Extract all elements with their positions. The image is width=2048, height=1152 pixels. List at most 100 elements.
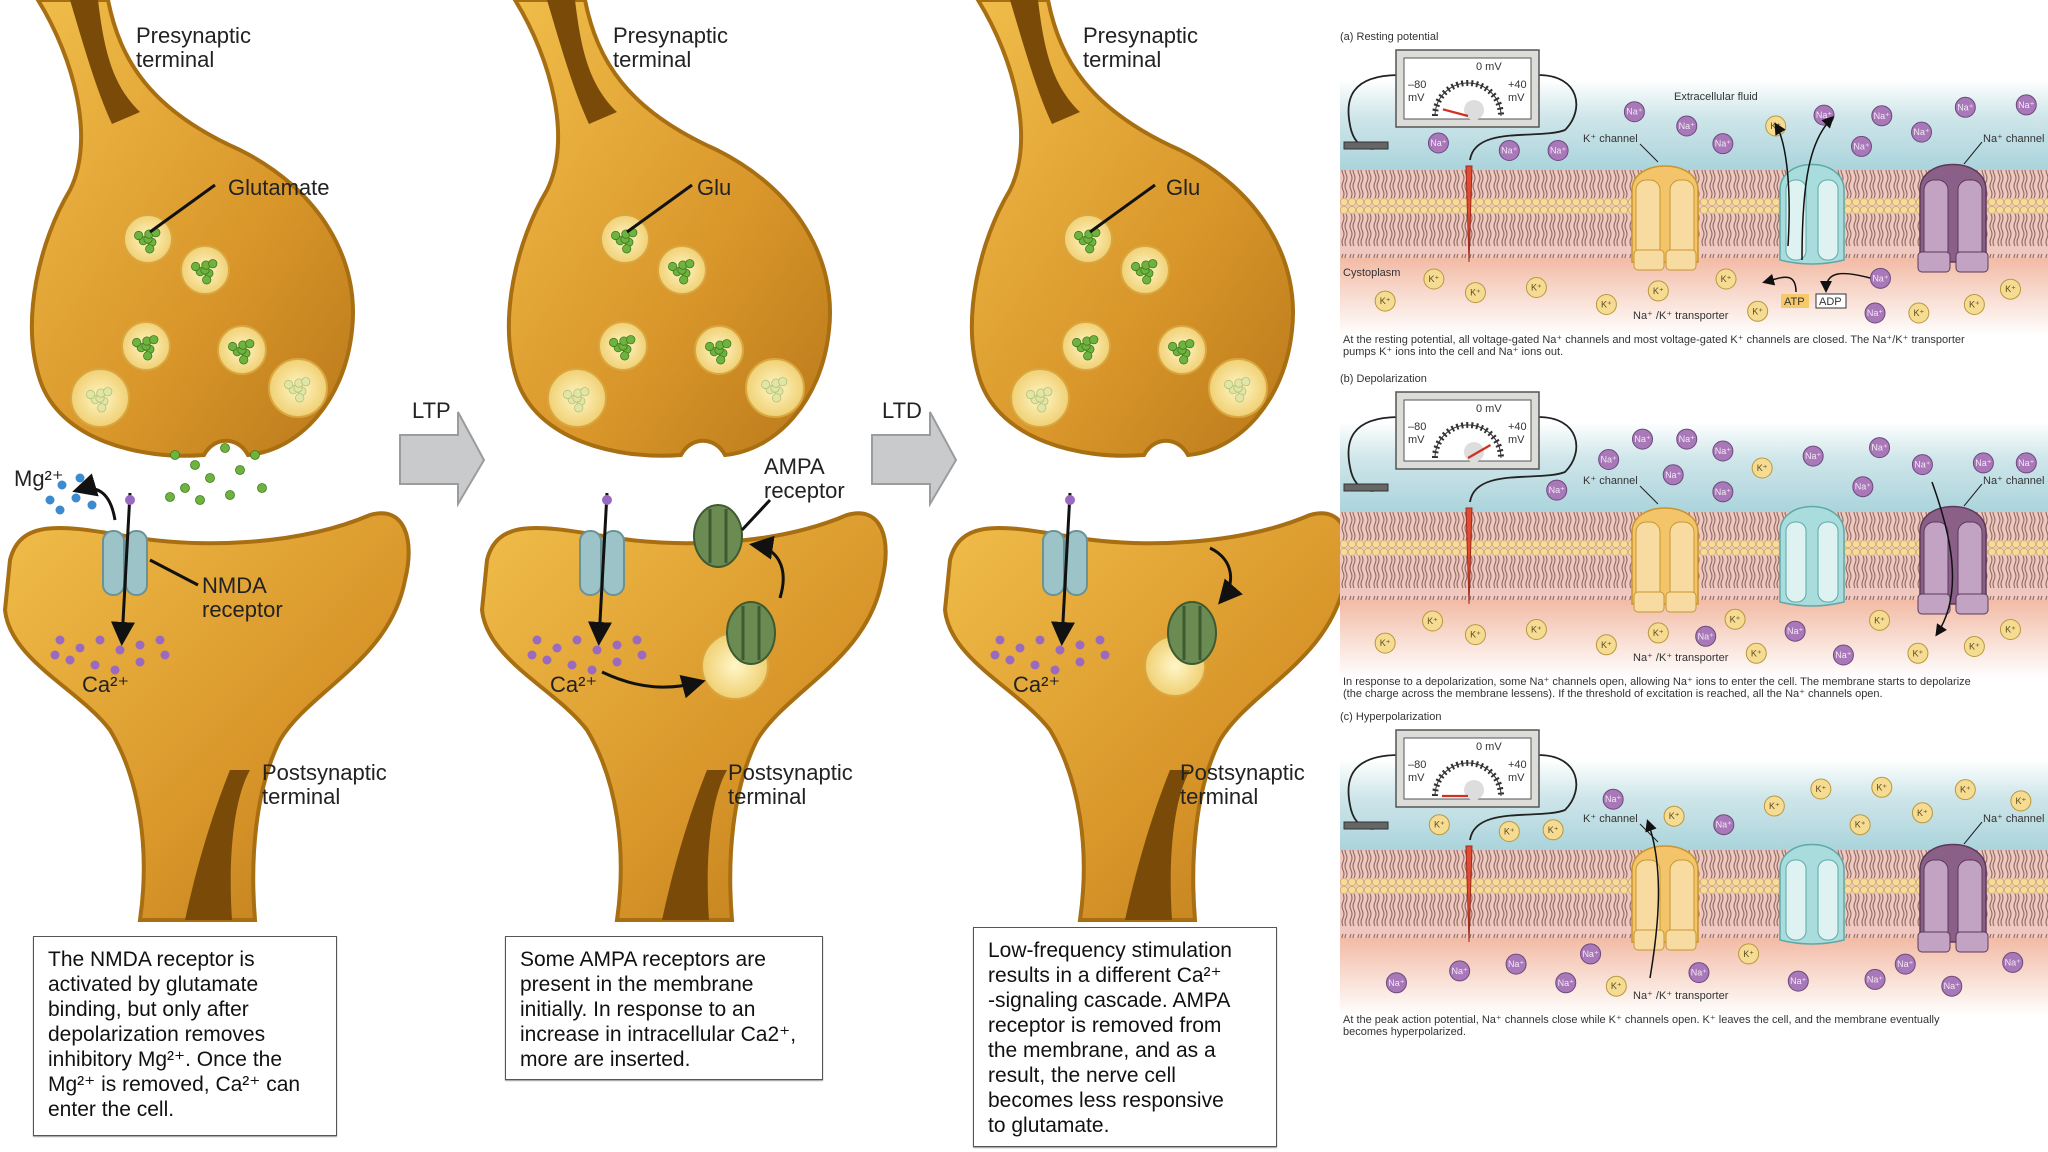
ion-label: Na⁺ [1665,470,1682,480]
glutamate-molecule [295,393,305,403]
potassium-ion: K⁺ [1647,622,1669,644]
sodium-ion: Na⁺ [1688,962,1710,984]
sodium-ion: Na⁺ [2015,452,2037,474]
cytoplasm-label: Cystoplasm [1343,267,1400,279]
ion-label: K⁺ [1855,820,1866,830]
ion-label: K⁺ [2005,284,2016,294]
synaptic-vesicle [1061,321,1111,371]
synaptic-vesicle [268,358,328,418]
glutamate-pointer [626,183,693,234]
ion-label: K⁺ [1917,808,1928,818]
ion-label: K⁺ [1470,288,1481,298]
potassium-ion: K⁺ [1908,302,1930,324]
glutamate-molecule [1179,355,1189,365]
k-channel-label: K⁺ channel [1583,133,1638,145]
meter-needle [1467,444,1492,459]
mg-label: Mg²⁺ [14,466,64,491]
ampa-receptor-membrane [692,503,744,569]
stage-caption-line: pumps K⁺ ions into the cell and Na⁺ ions… [1343,346,1563,358]
ca-influx-arrow [1050,492,1075,646]
ion-label: Na⁺ [1605,794,1622,804]
ca-ion [572,635,582,645]
potassium-ion: K⁺ [1963,636,1985,657]
ca-ion [602,495,612,505]
sodium-ion: Na⁺ [1547,139,1569,161]
synaptic-vesicle [598,321,648,371]
na-out-arrow [1801,115,1835,261]
glutamate-molecule [611,230,621,241]
ion-label: K⁺ [1969,642,1980,652]
ion-label: K⁺ [1429,274,1440,284]
released-glutamate [205,473,215,483]
mg-ion [71,493,81,503]
ion-label: Na⁺ [1679,434,1696,444]
glu-label: Glu [1166,175,1200,200]
released-glutamate [170,450,180,460]
released-glutamate [235,465,245,475]
sodium-ion: Na⁺ [1864,302,1886,324]
synaptic-vesicle [217,325,267,375]
ca-influx-arrow [587,492,612,646]
potassium-ion: K⁺ [1999,278,2021,300]
ion-label: Na⁺ [1549,485,1566,495]
ca-ion [1050,665,1060,675]
synaptic-vesicle [694,325,744,375]
ca-ion [587,665,597,675]
released-glutamate [165,492,175,502]
ca-ion [632,635,642,645]
released-glutamate [180,483,190,493]
potassium-ion: K⁺ [1422,610,1444,632]
transporter-label: Na⁺ /K⁺ transporter [1633,990,1729,1002]
potassium-ion: K⁺ [1954,779,1976,801]
glutamate-molecule [97,403,107,413]
ion-label: K⁺ [1669,811,1680,821]
ion-label: K⁺ [1380,638,1391,648]
glutamate-molecule [1224,379,1234,390]
ion-label: Na⁺ [1698,631,1715,641]
synaptic-vesicle [1010,368,1070,428]
ion-label: Na⁺ [1787,626,1804,636]
ion-label: Na⁺ [1452,966,1469,976]
ion-label: Na⁺ [1550,145,1567,155]
ion-label: K⁺ [1611,981,1622,991]
glutamate-molecule [228,341,238,352]
ion-label: K⁺ [1769,801,1780,811]
ca-ion [135,657,145,667]
ca-ion [55,635,65,645]
ca-ion [1030,660,1040,670]
ion-label: Na⁺ [1805,451,1822,461]
ion-label: Na⁺ [1582,949,1599,959]
potassium-ion: K⁺ [1763,795,1785,817]
sodium-ion: Na⁺ [1911,121,1933,143]
sodium-ion: Na⁺ [1712,440,1734,462]
sodium-ion: Na⁺ [2002,951,2024,973]
ion-label: K⁺ [1960,785,1971,795]
glutamate-label: Glutamate [228,175,330,200]
meter-zero-label: 0 mV [1476,403,1502,415]
ion-label: Na⁺ [1867,974,1884,984]
ion-label: Na⁺ [1871,443,1888,453]
sodium-ion: Na⁺ [1852,476,1874,498]
ltp-description-box: Some AMPA receptors are present in the m… [505,936,823,1080]
stage-caption-line: At the resting potential, all voltage-ga… [1343,334,1965,346]
glutamate-molecule [134,230,144,241]
glutamate-molecule [1072,337,1082,348]
sodium-ion: Na⁺ [1787,970,1809,992]
ca-ion [50,650,60,660]
ca-ion [1075,640,1085,650]
ion-label: Na⁺ [1501,145,1518,155]
released-glutamate [190,460,200,470]
ca-ion [527,650,537,660]
ion-label: Na⁺ [1716,820,1733,830]
removal-arrow [1209,546,1243,605]
glutamate-molecule [145,244,155,254]
ion-label: K⁺ [1913,648,1924,658]
sodium-ion: Na⁺ [1449,960,1471,982]
glutamate-molecule [574,403,584,413]
